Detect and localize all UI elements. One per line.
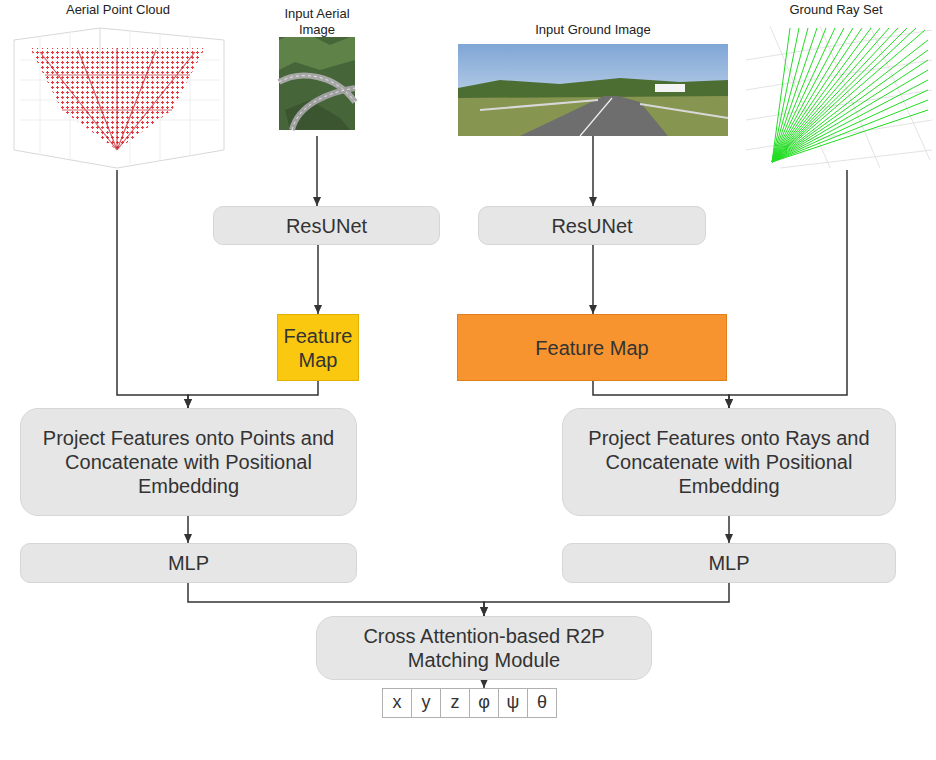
node-label: y xyxy=(412,692,440,714)
node-label: ψ xyxy=(499,692,527,714)
output-cell: x xyxy=(382,688,412,718)
connector-arrow xyxy=(187,516,189,543)
node-label: Input Ground Image xyxy=(532,22,654,38)
connector-arrow xyxy=(593,381,729,408)
process-box: Cross Attention-based R2P Matching Modul… xyxy=(316,616,652,680)
connector-arrow xyxy=(729,170,847,408)
process-box: MLP xyxy=(20,543,357,583)
process-box: ResUNet xyxy=(213,206,440,245)
node-label: MLP xyxy=(573,551,885,575)
node-label: x xyxy=(383,692,411,714)
feature-map: Feature Map xyxy=(457,314,727,381)
ground-photo xyxy=(458,44,728,136)
connector-arrow xyxy=(484,583,729,616)
node-label: ResUNet xyxy=(224,214,429,238)
image-node: Ground Ray Set xyxy=(740,2,932,170)
connector-arrow xyxy=(728,516,730,543)
point-cloud-plot xyxy=(14,28,224,168)
node-label: Feature Map xyxy=(458,336,726,360)
node-label: θ xyxy=(528,692,556,714)
connector-arrow xyxy=(117,170,188,408)
node-label: Cross Attention-based R2P Matching Modul… xyxy=(327,624,641,672)
output-cell: y xyxy=(411,688,441,718)
output-cell: z xyxy=(440,688,470,718)
node-label: MLP xyxy=(31,551,346,575)
node-label: φ xyxy=(470,692,498,714)
connector-arrow xyxy=(317,245,319,314)
process-box: Project Features onto Points and Concate… xyxy=(20,408,357,516)
process-box: ResUNet xyxy=(478,206,706,245)
node-label: Ground Ray Set xyxy=(786,2,885,18)
output-cell: ψ xyxy=(498,688,528,718)
feature-map: Feature Map xyxy=(277,314,359,381)
node-label: Input Aerial Image xyxy=(268,6,366,37)
connector-arrow xyxy=(316,136,318,206)
node-label: Feature Map xyxy=(281,324,355,372)
process-box: Project Features onto Rays and Concatena… xyxy=(562,408,896,516)
image-node: Input Ground Image xyxy=(456,22,730,136)
process-box: MLP xyxy=(562,543,896,583)
node-label: Project Features onto Points and Concate… xyxy=(31,426,346,498)
connector-arrow xyxy=(483,680,485,688)
connector-arrow xyxy=(188,583,484,616)
output-cell: φ xyxy=(469,688,499,718)
ray-set-plot xyxy=(746,26,932,168)
node-label: Project Features onto Rays and Concatena… xyxy=(573,426,885,498)
node-label: z xyxy=(441,692,469,714)
aerial-photo xyxy=(279,28,355,130)
output-cell: θ xyxy=(527,688,557,718)
connector-arrow xyxy=(592,136,594,206)
image-node: Aerial Point Cloud xyxy=(4,2,232,170)
connector-arrow xyxy=(188,381,318,408)
image-node: Input Aerial Image xyxy=(268,6,366,136)
connector-arrow xyxy=(592,245,594,314)
node-label: Aerial Point Cloud xyxy=(63,2,173,18)
node-label: ResUNet xyxy=(489,214,695,238)
